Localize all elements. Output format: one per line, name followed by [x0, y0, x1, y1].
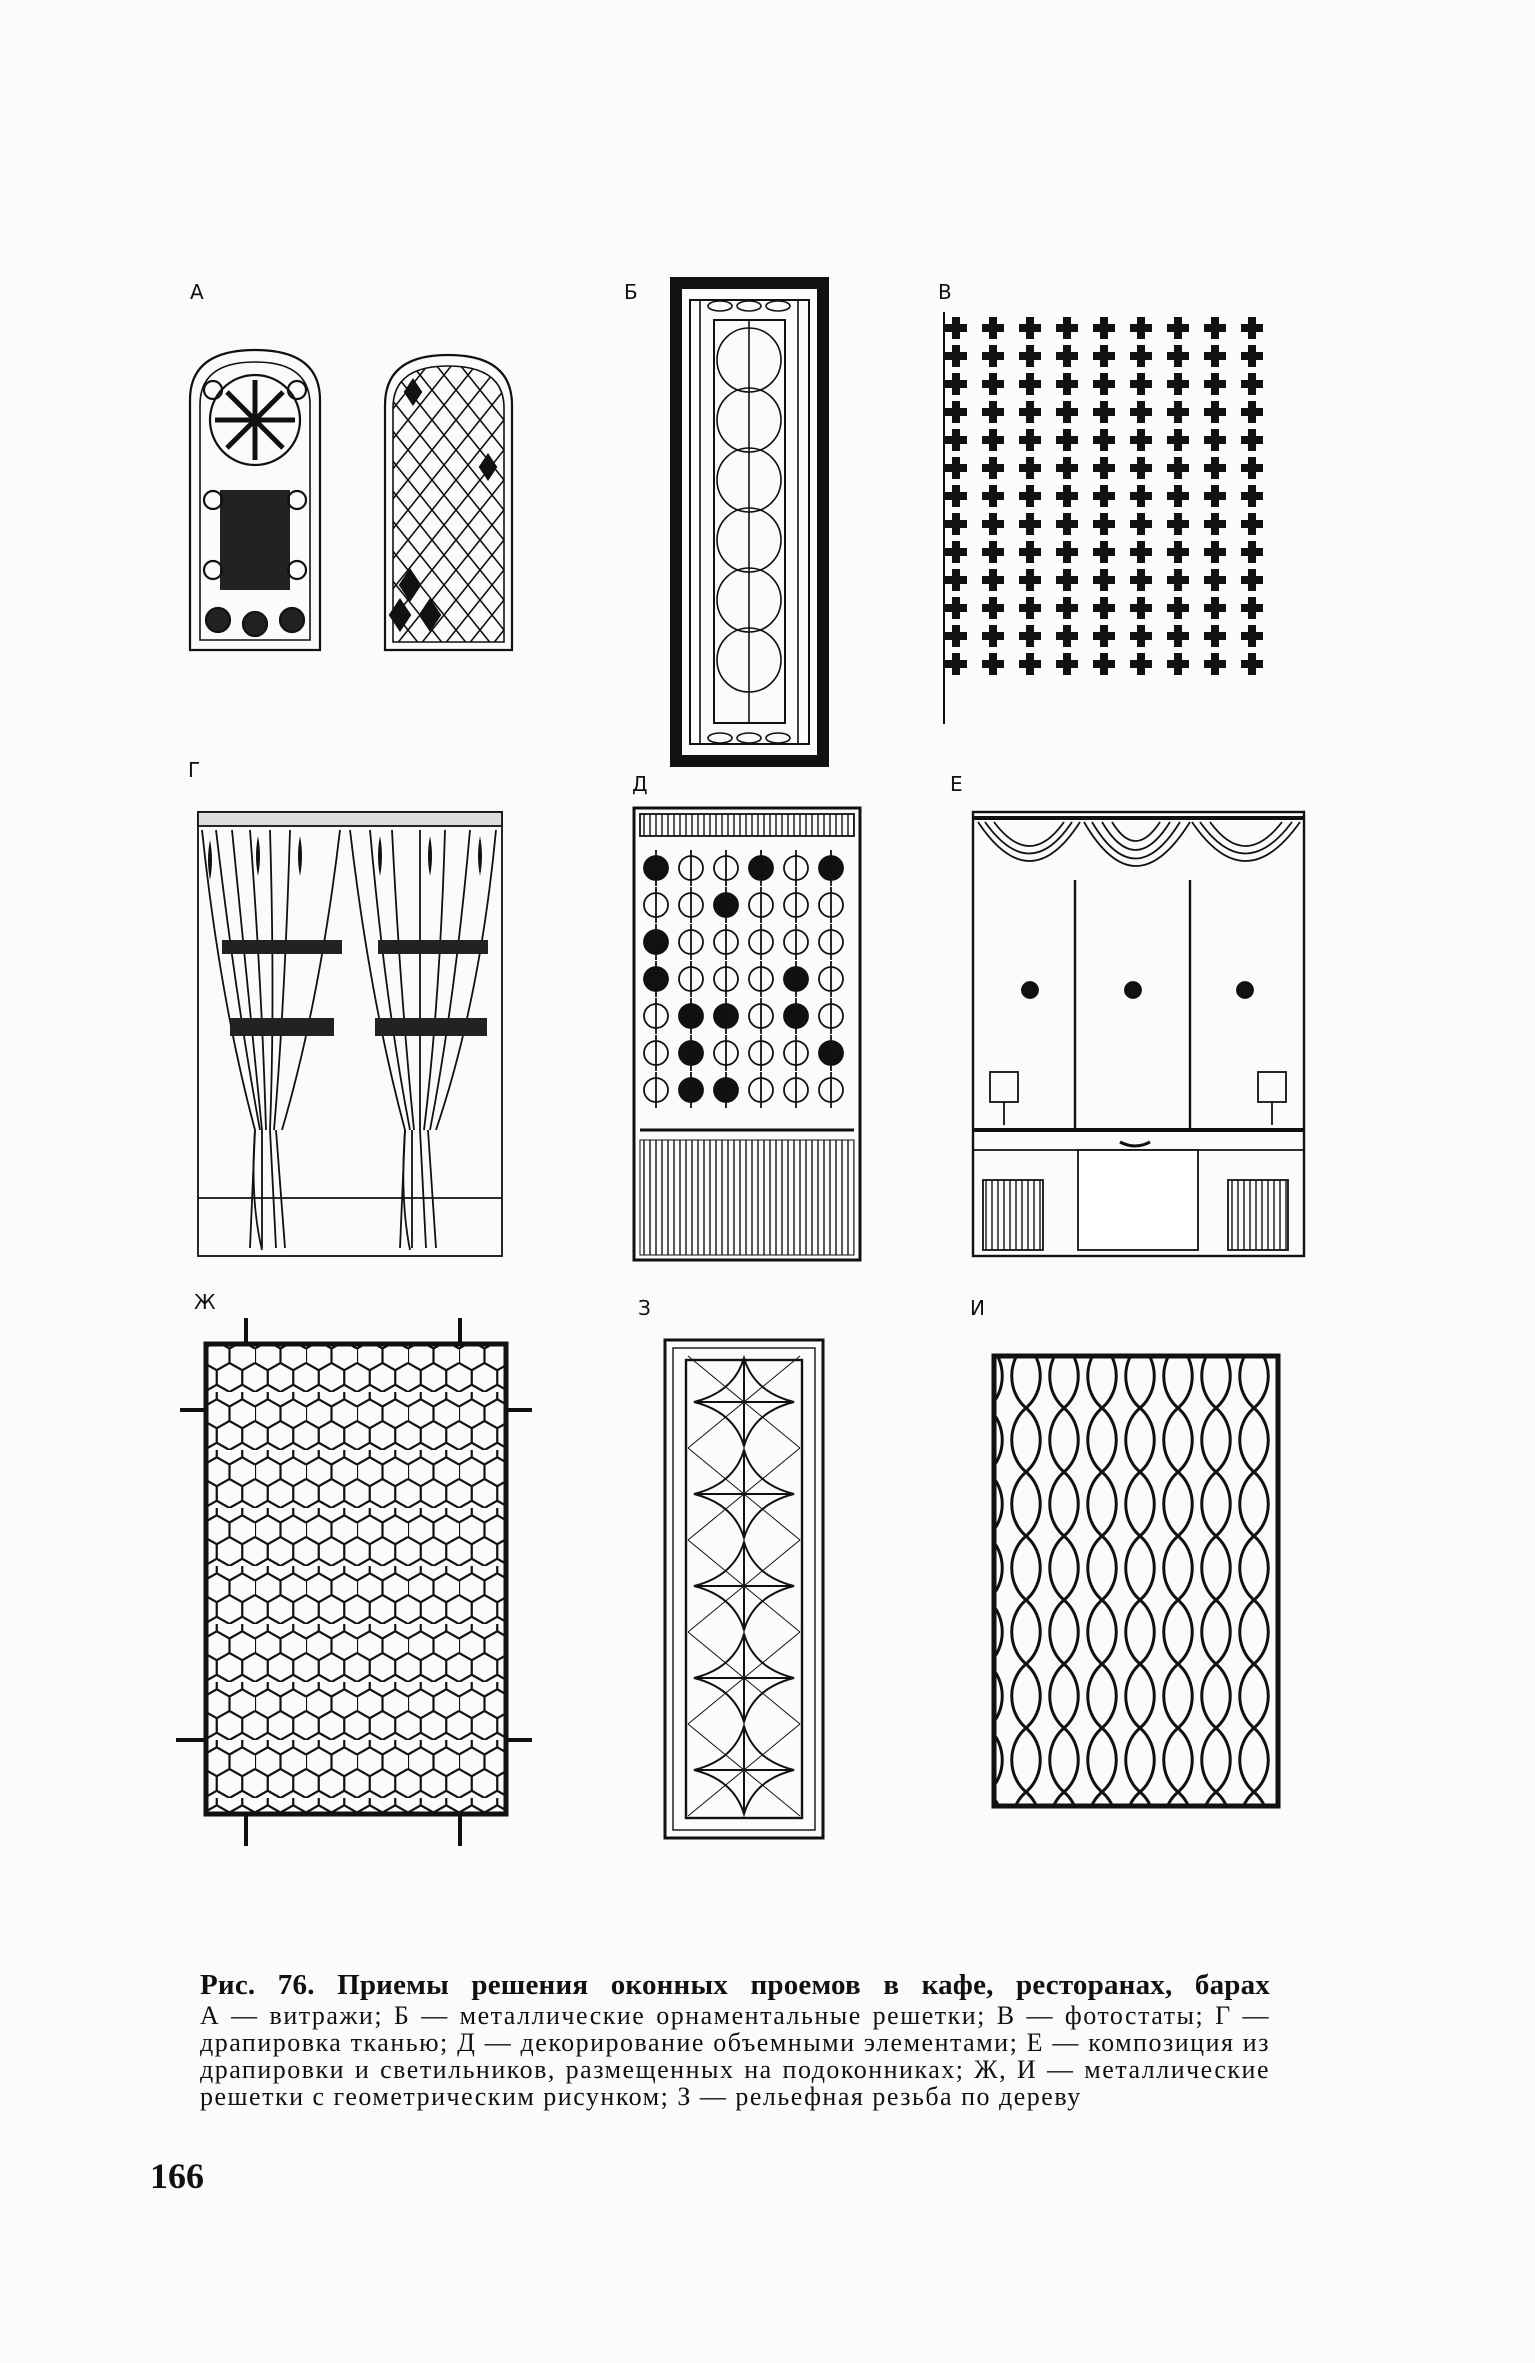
panel-zh-hexagon-grille — [176, 1318, 532, 1846]
panel-i-wave-grille — [991, 1353, 1281, 1809]
panel-z-wood-carving — [663, 1338, 825, 1840]
figure-caption: Рис. 76. Приемы решения оконных проемов … — [200, 1969, 1270, 2111]
caption-title: Рис. 76. Приемы решения оконных проемов … — [200, 1969, 1270, 2001]
panel-e-drapery-with-lamps — [971, 810, 1306, 1258]
panel-label-zh: Ж — [194, 1290, 216, 1314]
panel-label-d: Д — [632, 772, 648, 796]
panel-label-b: Б — [624, 280, 638, 304]
panel-label-i: И — [970, 1296, 985, 1320]
panel-v-photostat-pattern — [943, 312, 1263, 724]
page-number: 166 — [150, 2156, 204, 2196]
caption-body: А — витражи; Б — металлические орнамента… — [200, 2001, 1270, 2111]
panel-label-a: А — [190, 280, 204, 304]
panel-label-z: З — [638, 1296, 651, 1320]
panel-b-ornamental-grille — [670, 277, 829, 767]
panel-g-fabric-drapery — [197, 811, 503, 1257]
panel-label-g: Г — [188, 758, 201, 782]
panel-label-e: Е — [950, 772, 963, 796]
panel-d-volumetric-decor — [632, 806, 862, 1262]
figure-76-drawings — [176, 277, 1306, 1846]
panel-label-v: В — [938, 280, 952, 304]
panel-a-stained-glass — [188, 348, 514, 652]
